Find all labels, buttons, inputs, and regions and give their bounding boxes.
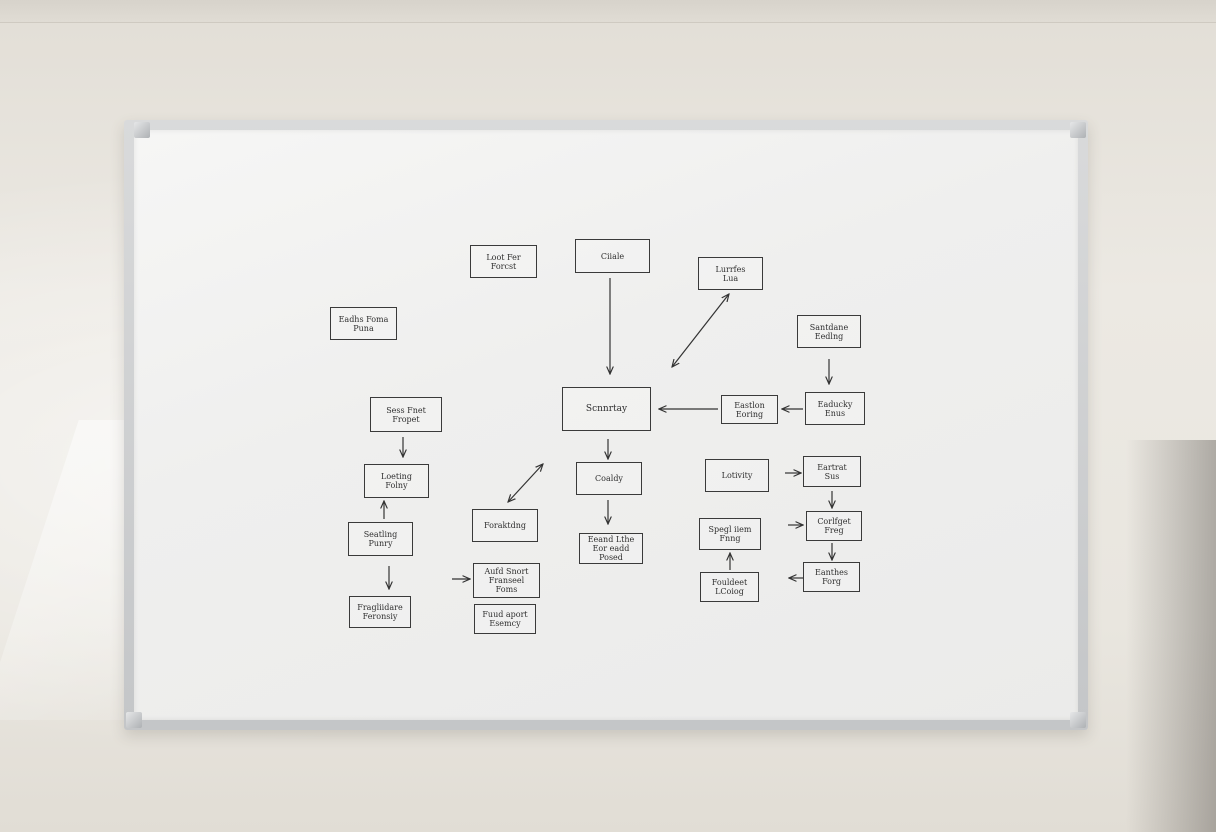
frame-corner-top-left: [134, 122, 150, 138]
flow-box: Coaldy: [576, 462, 642, 495]
flow-box: Eaducky Enus: [805, 392, 865, 425]
flow-box: Loot Fer Forcst: [470, 245, 537, 278]
flow-box: Eanthes Forg: [803, 562, 860, 592]
flow-box: Eastlon Eoring: [721, 395, 778, 424]
flow-box-central: Scnnrtay: [562, 387, 651, 431]
flow-box: Fouldeet LCoiog: [700, 572, 759, 602]
flow-box: Fuud aport Esemcy: [474, 604, 536, 634]
whiteboard-surface: [134, 130, 1078, 720]
flow-box: Ciiale: [575, 239, 650, 273]
flow-box: Eartrat Sus: [803, 456, 861, 487]
flow-box: Loeting Folny: [364, 464, 429, 498]
flow-box: Fragliidare Feronsiy: [349, 596, 411, 628]
flow-box: Aufd Snort Franseel Foms: [473, 563, 540, 598]
flow-box: Eadhs Foma Puna: [330, 307, 397, 340]
flow-box: Seatling Punry: [348, 522, 413, 556]
arrow-foraktdng-to-center: [508, 464, 543, 502]
flow-box: Lurrfes Lua: [698, 257, 763, 290]
flow-box: Foraktdng: [472, 509, 538, 542]
wall-shadow: [1126, 440, 1216, 832]
whiteboard-frame: [124, 120, 1088, 730]
flow-box: Lotivity: [705, 459, 769, 492]
ceiling: [0, 0, 1216, 23]
frame-corner-bottom-right: [1070, 712, 1086, 728]
flow-box: Spegl iiem Fnng: [699, 518, 761, 550]
arrow-center-to-lurrfes: [672, 294, 729, 367]
flow-box: Eeand Lthe Eor eadd Posed: [579, 533, 643, 564]
flow-box: Sess Fnet Fropet: [370, 397, 442, 432]
frame-corner-top-right: [1070, 122, 1086, 138]
frame-corner-bottom-left: [126, 712, 142, 728]
flow-box: Corlfget Freg: [806, 511, 862, 541]
flow-box: Santdane Eedlng: [797, 315, 861, 348]
